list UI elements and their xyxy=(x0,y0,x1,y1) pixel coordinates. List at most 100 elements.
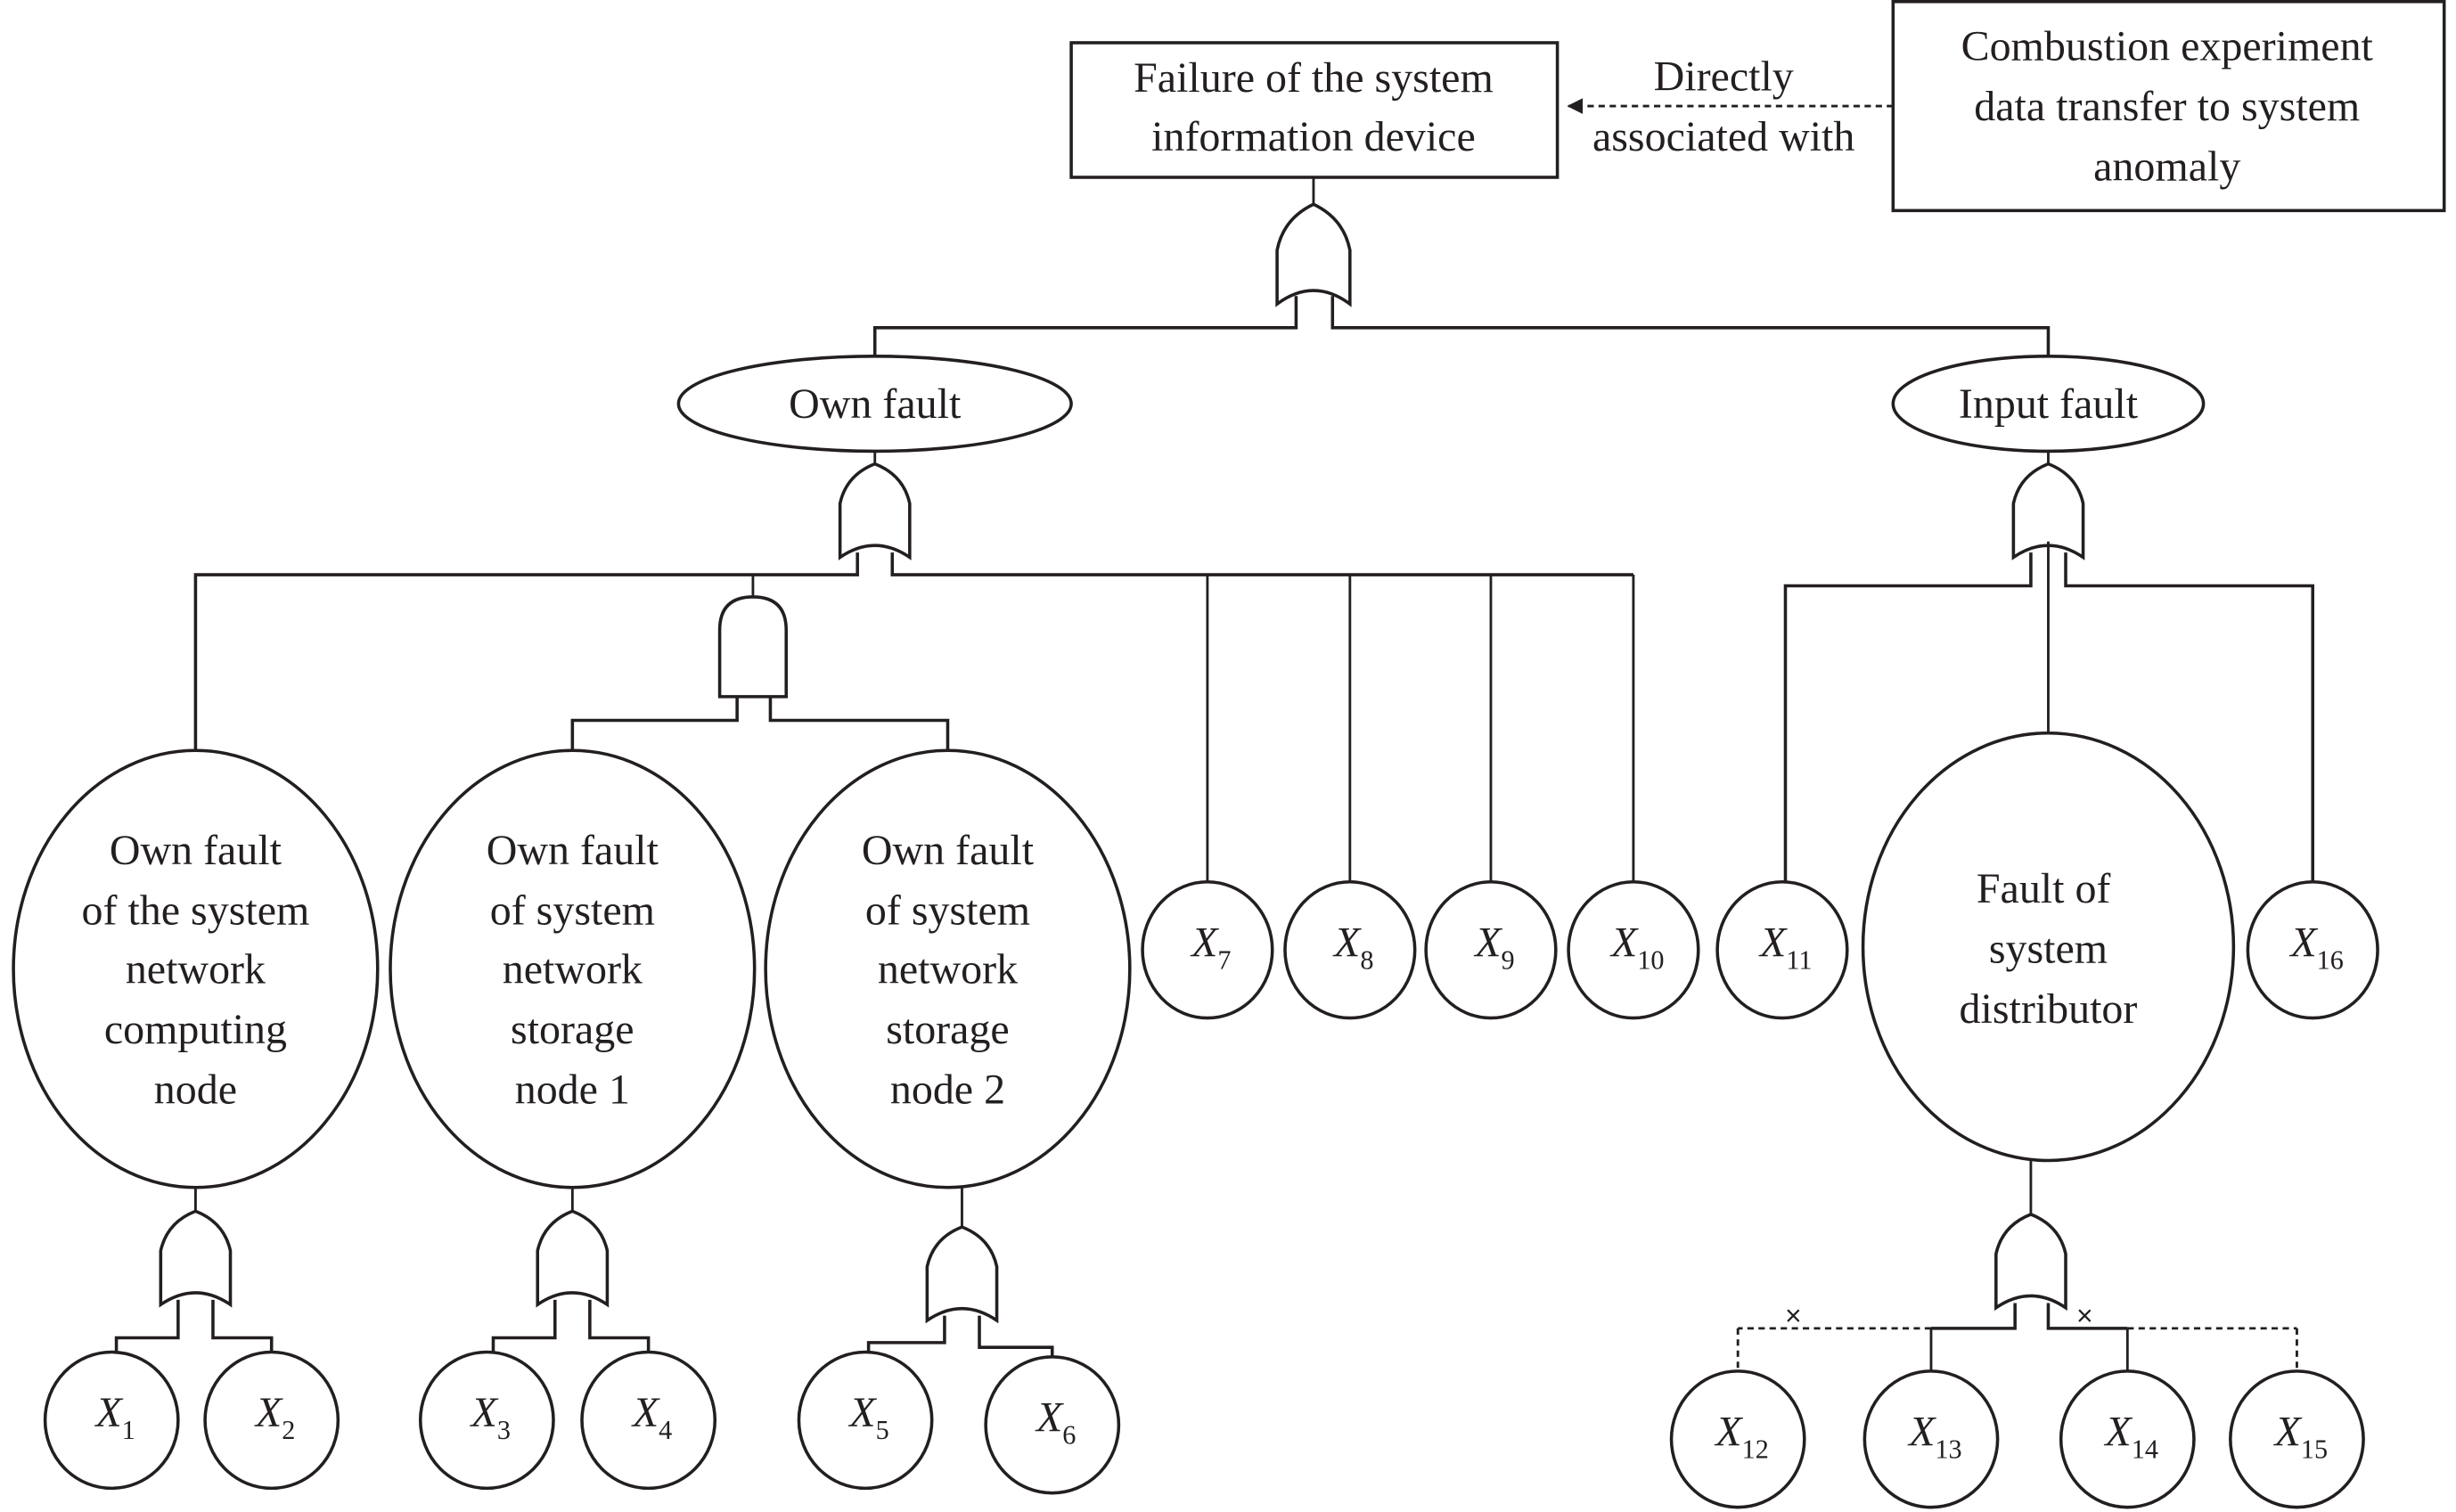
basic-event-index: 14 xyxy=(2132,1434,2158,1465)
computing-node-line-4: computing xyxy=(104,1006,287,1053)
basic-event-circle xyxy=(2229,1369,2365,1509)
basic-event-circle xyxy=(418,1350,555,1491)
basic-event-circle xyxy=(1567,879,1700,1020)
basic-event-index: 4 xyxy=(659,1415,672,1445)
associated-event-line-1: Combustion experiment xyxy=(1961,23,2374,70)
basic-event-index: 5 xyxy=(876,1415,889,1445)
basic-event-circle xyxy=(1283,879,1417,1020)
associated-event-line-3: anomaly xyxy=(2093,143,2240,191)
basic-event-x11: X11 xyxy=(1715,879,1849,1020)
associated-event: Combustion experiment data transfer to s… xyxy=(1891,0,2446,213)
distributor-event: Fault of system distributor xyxy=(1861,731,2236,1163)
basic-event-x1: X1 xyxy=(43,1350,180,1491)
own-fault-or-gate-icon xyxy=(838,462,912,560)
storage-node-2-line-4: storage xyxy=(886,1006,1010,1053)
distributor-line-2: system xyxy=(1989,925,2108,972)
basic-event-circle xyxy=(797,1350,934,1491)
storage-node-1-line-2: of system xyxy=(490,887,655,935)
top-event-box xyxy=(1069,41,1560,179)
distributor-line-3: distributor xyxy=(1960,985,2138,1033)
basic-event-x8: X8 xyxy=(1283,879,1417,1020)
storage-node-1-event: Own fault of system network storage node… xyxy=(389,748,757,1189)
computing-node-event: Own fault of the system network computin… xyxy=(12,748,380,1189)
basic-event-x9: X9 xyxy=(1424,879,1558,1020)
basic-event-x6: X6 xyxy=(984,1355,1121,1495)
basic-event-circle xyxy=(43,1350,180,1491)
distributor-or-gate-icon xyxy=(1994,1213,2067,1312)
associated-event-line-2: data transfer to system xyxy=(1974,83,2360,130)
basic-event-x15: X15 xyxy=(2229,1369,2365,1509)
basic-event-x4: X4 xyxy=(580,1350,717,1491)
associated-event-box xyxy=(1891,0,2446,213)
basic-event-index: 8 xyxy=(1360,945,1373,976)
basic-event-x10: X10 xyxy=(1567,879,1700,1020)
storage-node-2-ellipse xyxy=(764,748,1132,1189)
basic-event-index: 2 xyxy=(282,1415,295,1445)
basic-event-index: 12 xyxy=(1742,1434,1769,1465)
association-label-line-2: associated with xyxy=(1592,113,1854,160)
storage-node-1-line-5: node 1 xyxy=(515,1067,630,1114)
basic-event-circle xyxy=(2059,1369,2196,1509)
basic-event-x3: X3 xyxy=(418,1350,555,1491)
basic-event-circle xyxy=(1141,879,1274,1020)
top-or-gate-icon xyxy=(1275,202,1352,307)
basic-event-label: X2 xyxy=(254,1389,295,1445)
basic-event-circle xyxy=(203,1350,340,1491)
storage-node-1-line-1: Own fault xyxy=(487,827,659,874)
association-label-line-1: Directly xyxy=(1654,53,1794,100)
basic-event-index: 15 xyxy=(2301,1434,2328,1465)
basic-event-circle xyxy=(984,1355,1121,1495)
basic-event-index: 11 xyxy=(1786,945,1812,976)
top-event-line-2: information device xyxy=(1151,113,1476,160)
input-fault-event: Input fault xyxy=(1891,355,2206,454)
basic-event-index: 10 xyxy=(1637,945,1664,976)
basic-event-index: 6 xyxy=(1062,1420,1076,1451)
basic-event-x16: X16 xyxy=(2246,879,2379,1020)
basic-event-index: 13 xyxy=(1935,1434,1961,1465)
basic-event-index: 9 xyxy=(1502,945,1515,976)
storage-node-2-line-3: network xyxy=(878,945,1018,993)
basic-event-circle xyxy=(2246,879,2379,1020)
basic-event-x7: X7 xyxy=(1141,879,1274,1020)
storage-node-2-event: Own fault of system network storage node… xyxy=(764,748,1132,1189)
basic-event-index: 7 xyxy=(1217,945,1231,976)
basic-event-x14: X14 xyxy=(2059,1369,2196,1509)
basic-event-x5: X5 xyxy=(797,1350,934,1491)
basic-event-x2: X2 xyxy=(203,1350,340,1491)
removed-marker-left: × xyxy=(1785,1299,1802,1331)
storage-node-2-line-2: of system xyxy=(865,887,1030,935)
basic-event-index: 3 xyxy=(497,1415,511,1445)
basic-event-circle xyxy=(1669,1369,1806,1509)
storage-node-1-line-4: storage xyxy=(511,1006,634,1053)
top-event-line-1: Failure of the system xyxy=(1134,54,1494,102)
own-fault-event: Own fault xyxy=(676,355,1073,454)
basic-event-circle xyxy=(1862,1369,2000,1509)
storage-node-1-or-gate-icon xyxy=(536,1209,610,1308)
association-link: Directly associated with xyxy=(1567,53,1894,160)
basic-event-index: 1 xyxy=(122,1415,135,1445)
storage-and-gate-icon xyxy=(717,595,789,699)
basic-event-label: X12 xyxy=(1714,1408,1769,1464)
basic-event-label: X7 xyxy=(1190,919,1231,975)
distributor-line-1: Fault of xyxy=(1977,865,2111,912)
computing-node-line-1: Own fault xyxy=(110,827,282,874)
distributor-ellipse xyxy=(1861,731,2236,1163)
basic-event-circle xyxy=(580,1350,717,1491)
computing-node-line-3: network xyxy=(126,945,266,993)
removed-marker-right: × xyxy=(2076,1299,2093,1331)
basic-event-circle xyxy=(1715,879,1849,1020)
storage-node-2-line-5: node 2 xyxy=(890,1067,1005,1114)
basic-event-x13: X13 xyxy=(1862,1369,2000,1509)
storage-node-2-or-gate-icon xyxy=(925,1225,999,1324)
own-fault-label: Own fault xyxy=(789,380,962,428)
basic-event-x12: X12 xyxy=(1669,1369,1806,1509)
basic-event-index: 16 xyxy=(2317,945,2344,976)
basic-event-circle xyxy=(1424,879,1558,1020)
storage-node-2-line-1: Own fault xyxy=(862,827,1035,874)
computing-node-line-5: node xyxy=(154,1067,237,1114)
computing-node-or-gate-icon xyxy=(159,1209,233,1308)
basic-event-label: X6 xyxy=(1035,1393,1076,1450)
storage-node-1-line-3: network xyxy=(503,945,643,993)
